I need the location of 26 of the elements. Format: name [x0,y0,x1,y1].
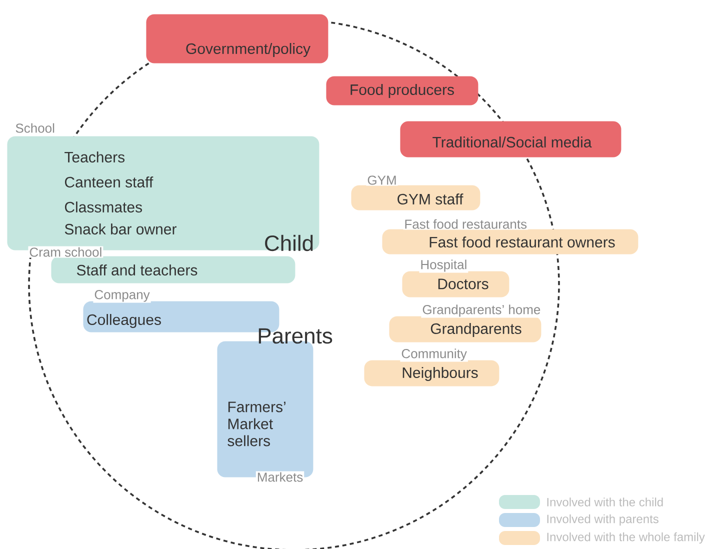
place-label: Hospital [419,258,468,273]
group-box: Neighbours [364,360,500,386]
place-label: Company [93,289,151,303]
group-title: Child [265,234,313,252]
group-box: Grandparents [389,316,542,342]
group-box: Traditional/Social media [400,121,622,158]
group-box: Staff and teachers [51,256,296,284]
node-label: Teachers [64,151,125,162]
group-box: Government/policy [146,14,328,64]
place-label: School [14,122,56,134]
group-box: Food producers [326,76,478,106]
place-label: GYM [366,174,398,186]
place-label: Fast food restaurants [403,218,528,230]
group-box: GYM staff [351,185,480,210]
legend-text: Involved with parents [547,514,658,526]
legend-text: Involved with the whole family [547,532,705,544]
legend-text: Involved with the child [547,498,663,506]
node-label: Canteen staff [64,176,154,188]
place-label: Markets [256,471,304,483]
node-label: Snack bar owner [64,223,176,234]
group-box: Doctors [402,271,510,298]
place-label: Community [400,348,468,362]
place-label: Cram school [28,246,104,258]
place-label: Grandparents’ home [421,304,542,318]
group-box: Fast food restaurant owners [382,229,638,254]
node-label: Classmates [64,201,142,212]
